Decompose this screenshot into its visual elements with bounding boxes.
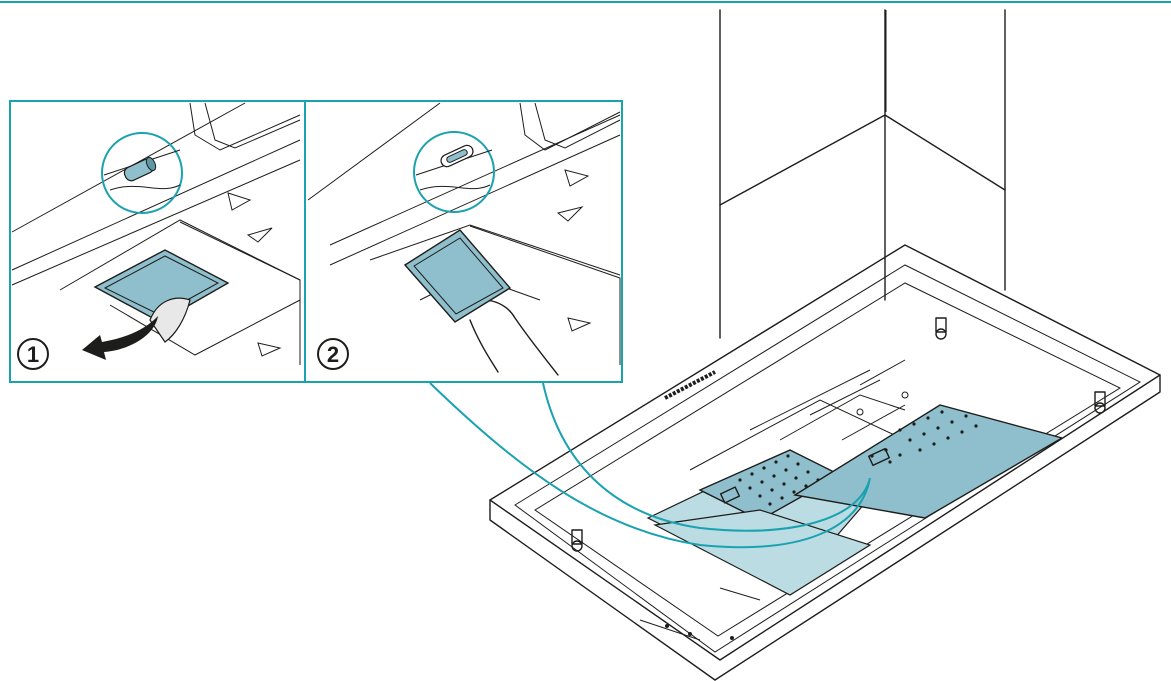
control-marker-icon	[556, 206, 584, 222]
filter-slot-icon	[440, 144, 474, 168]
filter-pad-icon	[403, 229, 512, 323]
step-1-label: 1	[27, 342, 39, 367]
mount-bolt	[571, 529, 583, 552]
callout-pointer	[429, 382, 871, 549]
filter-pad-icon	[93, 249, 230, 323]
hood-canopy	[489, 244, 1161, 681]
mount-bolt	[1094, 391, 1106, 414]
range-hood	[489, 9, 1161, 681]
control-marker-icon	[227, 192, 252, 211]
control-marker-icon	[246, 227, 273, 243]
chimney	[719, 9, 1006, 339]
mount-bolt	[935, 317, 947, 340]
step-2-label: 2	[327, 342, 339, 367]
control-marker-icon	[567, 317, 592, 332]
filter-panel-shadow	[653, 509, 872, 596]
step-2-badge	[317, 338, 349, 370]
magnifier-circle-icon	[101, 132, 183, 214]
control-marker-icon	[564, 169, 590, 187]
step-1-badge	[17, 338, 49, 370]
magnifier-circle-icon	[413, 131, 495, 213]
step-1-panel: 1	[11, 102, 301, 370]
finger-icon	[464, 299, 559, 376]
grease-filter-right	[793, 404, 1064, 519]
inset-frame	[9, 100, 623, 383]
filter-latch-icon	[123, 156, 157, 182]
peel-arrow-icon	[82, 316, 158, 360]
protective-film	[149, 297, 191, 343]
control-marker-icon	[257, 342, 282, 357]
step-2-panel: 2	[307, 102, 621, 376]
